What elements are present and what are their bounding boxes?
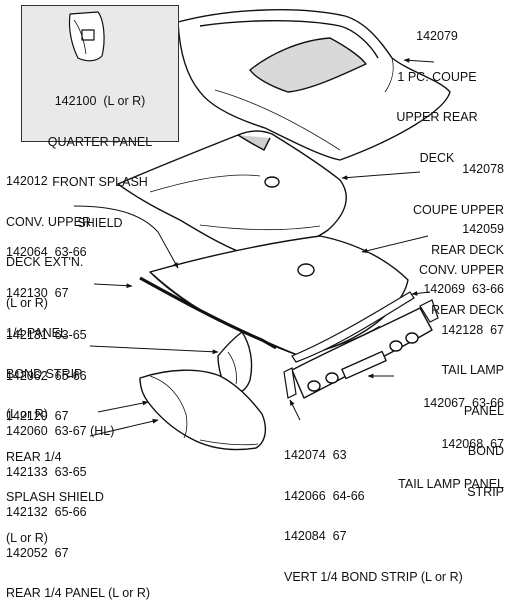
label-conv-upper-rear: 142059 CONV. UPPER REAR DECK <box>419 222 504 317</box>
label-coupe-upper-rear: 142078 COUPE UPPER REAR DECK <box>413 162 504 257</box>
label-quarter-bond: 142064 63-66 142130 67 1/4 PANEL BOND ST… <box>6 245 87 421</box>
coupe-upper-rear-deck-part <box>117 130 347 253</box>
leader-vert-bond <box>289 399 301 421</box>
coupe-rear-deck-part <box>177 9 451 161</box>
leader-coupe-rear-deck <box>403 57 435 63</box>
tail-lamp-panel-part <box>291 307 433 399</box>
leader-rear-quarter-2 <box>89 418 159 437</box>
label-vert-bond: 142074 63 142066 64-66 142084 67 VERT 1/… <box>284 448 463 584</box>
leader-tail-lamp-bond <box>411 291 431 296</box>
parts-diagram <box>68 9 451 451</box>
label-rear-quarter: 142060 63-67 (HL) 142133 63-65 142132 65… <box>6 424 151 600</box>
leader-coupe-upper-rear <box>341 171 421 180</box>
label-conv-ext: 142012 CONV. UPPER DECK EXT'N. (L or R) <box>6 174 91 310</box>
leader-rear-splash <box>89 345 219 355</box>
label-coupe-rear-deck: 142079 1 PC. COUPE UPPER REAR DECK <box>396 29 478 165</box>
vert-bond-strip-part <box>283 367 297 399</box>
leader-conv-upper-rear <box>361 235 429 254</box>
leader-rear-quarter-1 <box>97 400 149 413</box>
inset-label: 142100 (L or R) QUARTER PANEL FRONT SPLA… <box>47 94 153 230</box>
tail-lamp-bracket-part <box>419 299 439 323</box>
tail-lamp-bond-strip-part <box>291 291 415 363</box>
leader-quarter-bond <box>93 283 133 289</box>
leader-conv-ext <box>73 205 179 269</box>
leader-lines <box>73 57 435 437</box>
